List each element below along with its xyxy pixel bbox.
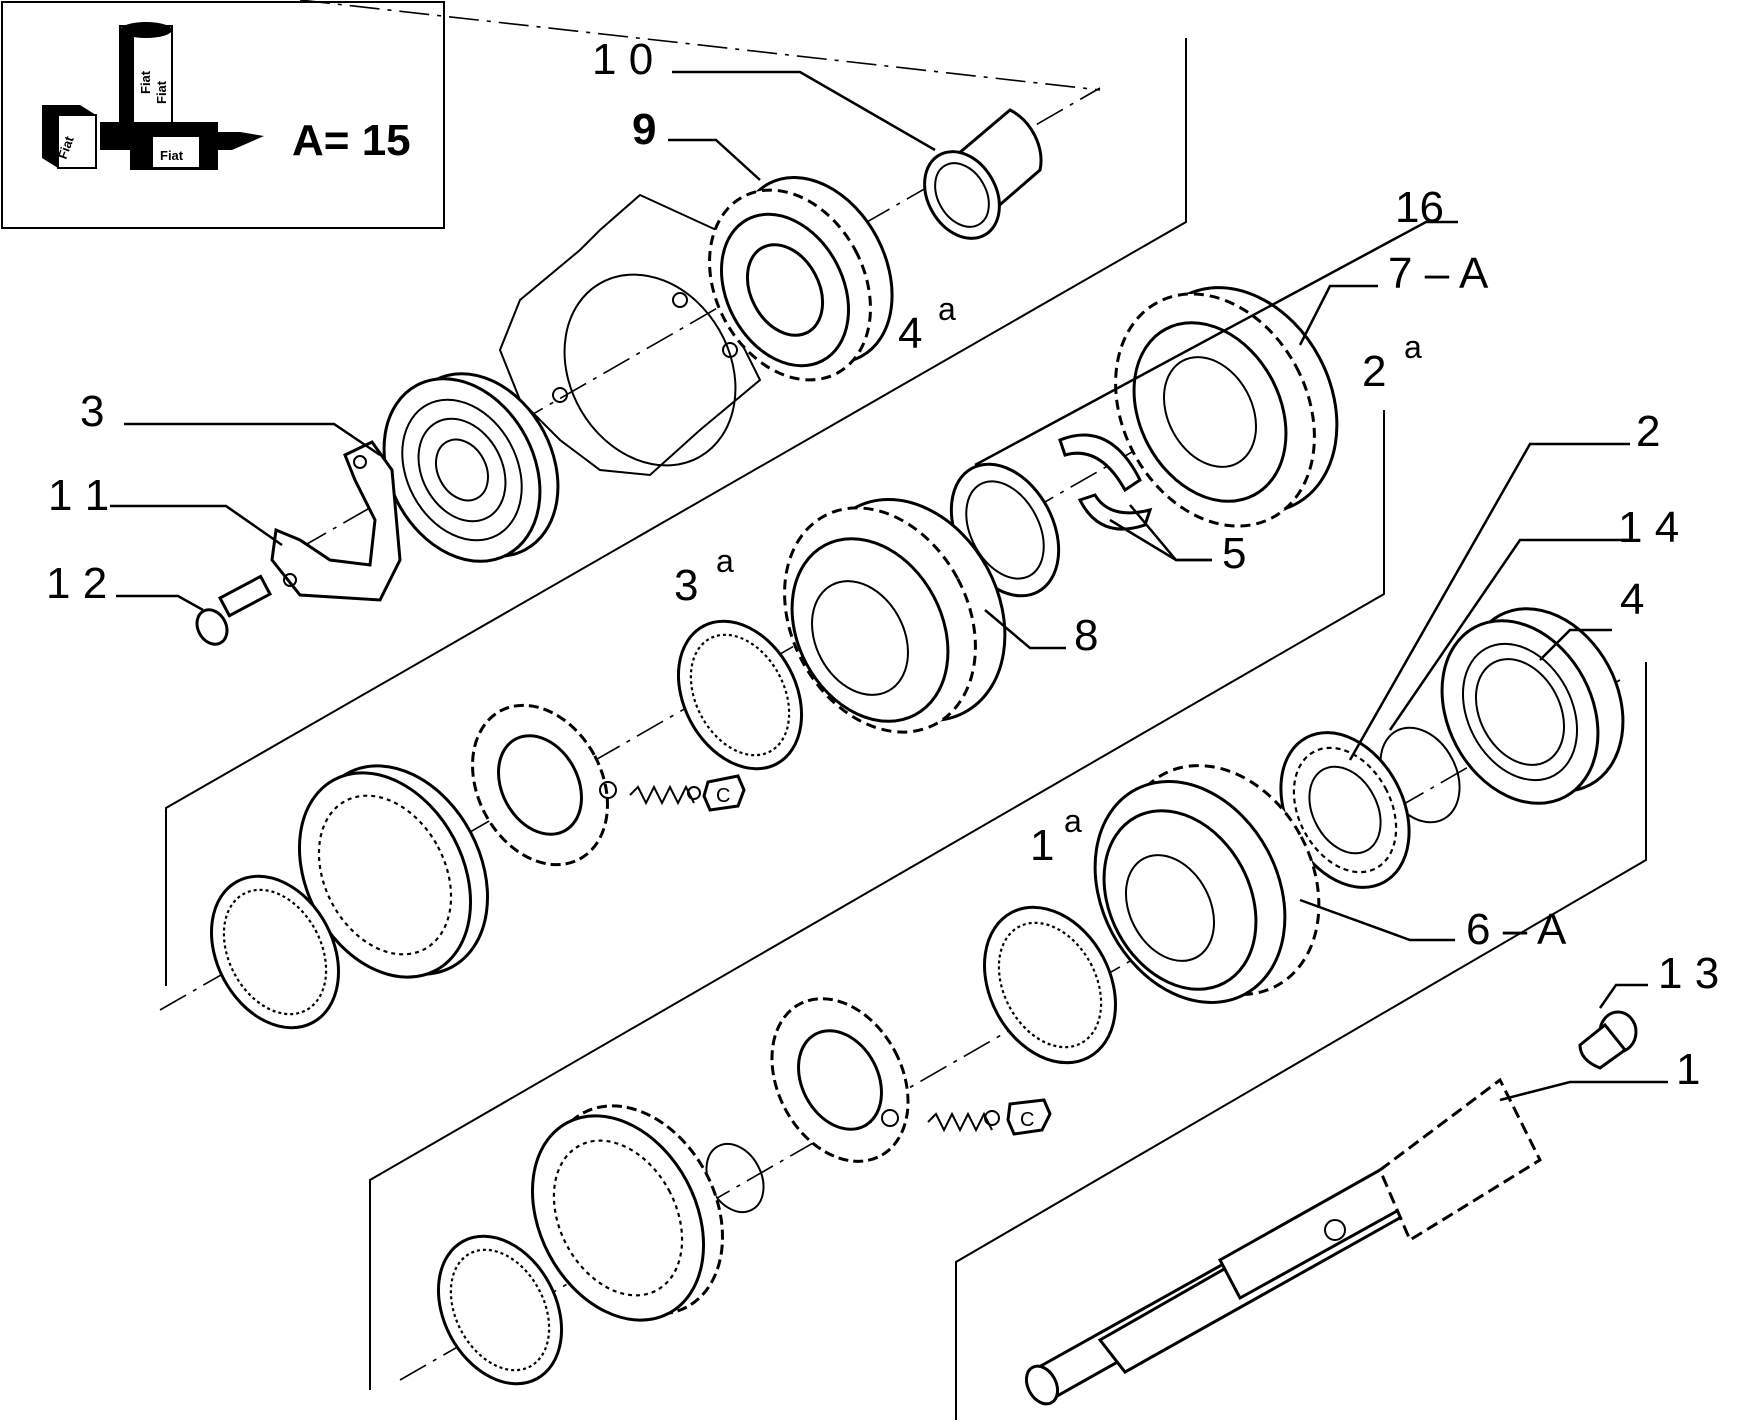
callout-4a: 4 [898,309,922,358]
callout-11: 1 1 [48,471,109,520]
part-8-gear [783,498,1007,734]
legend-box: Fiat Fiat Fiat Fiat A= 15 [1,1,445,229]
detent-letter: C [1020,1109,1034,1131]
part-6A-gear [1093,764,1321,1004]
callout-6A: 6 – A [1466,905,1567,954]
brand-label: Fiat [160,148,184,163]
callout-labels: 1 0 9 16 7 – A 4 a 2 a 3 1 1 1 2 5 8 3 a… [46,35,1719,1094]
callout-3a-sup: a [716,543,734,579]
part-1a-synchro-ring [983,905,1117,1065]
quantity-label: A= 15 [292,116,411,165]
callout-4a-sup: a [938,291,956,327]
leader-lines [110,70,1668,1102]
part-5-half-rings [1058,433,1153,531]
callout-1: 1 [1676,1045,1700,1094]
callout-13: 1 3 [1658,949,1719,998]
synchro-ring-left [209,874,341,1030]
detent-letter: C [716,785,730,807]
callout-1a: 1 [1030,821,1054,870]
synchro-hub-upper [471,703,617,867]
part-11-retaining-plate [270,440,402,602]
brand-label: Fiat [138,70,153,94]
part-3a-synchro-ring [676,619,804,771]
lubricant-containers-icon: Fiat Fiat Fiat Fiat [42,22,264,170]
callout-2a: 2 [1362,347,1386,396]
part-10-bushing [923,108,1043,240]
synchro-sleeve-lower [530,1104,725,1322]
part-13-plug [1578,1010,1638,1070]
callout-7A: 7 – A [1388,249,1489,298]
callout-10: 1 0 [592,35,653,84]
callout-14: 1 4 [1618,503,1679,552]
part-7A-gear [1114,286,1339,528]
callout-16: 16 [1395,183,1444,232]
part-12-screw [195,574,273,646]
callout-2: 2 [1636,407,1660,456]
callout-5: 5 [1222,529,1246,578]
callout-2a-sup: a [1404,329,1422,365]
synchro-sleeve-upper [297,764,490,979]
synchro-hub-lower [770,997,910,1163]
part-4-bearing [1440,607,1625,805]
brand-label: Fiat [154,80,169,104]
callout-4: 4 [1620,575,1644,624]
detent-spring-lower: C [927,1098,1052,1136]
callout-1a-sup: a [1064,803,1082,839]
synchro-ring-lower-left [436,1234,564,1386]
callout-12: 1 2 [46,559,107,608]
group-frames [165,38,1647,1420]
detent-spring-upper: C [629,774,746,812]
callout-9: 9 [632,105,656,154]
part-9-gear [708,175,894,382]
callout-8: 8 [1074,611,1098,660]
part-1-main-shaft [1024,1077,1542,1406]
part-3-bearing [382,372,560,563]
callout-3: 3 [80,387,104,436]
callout-3a: 3 [674,561,698,610]
